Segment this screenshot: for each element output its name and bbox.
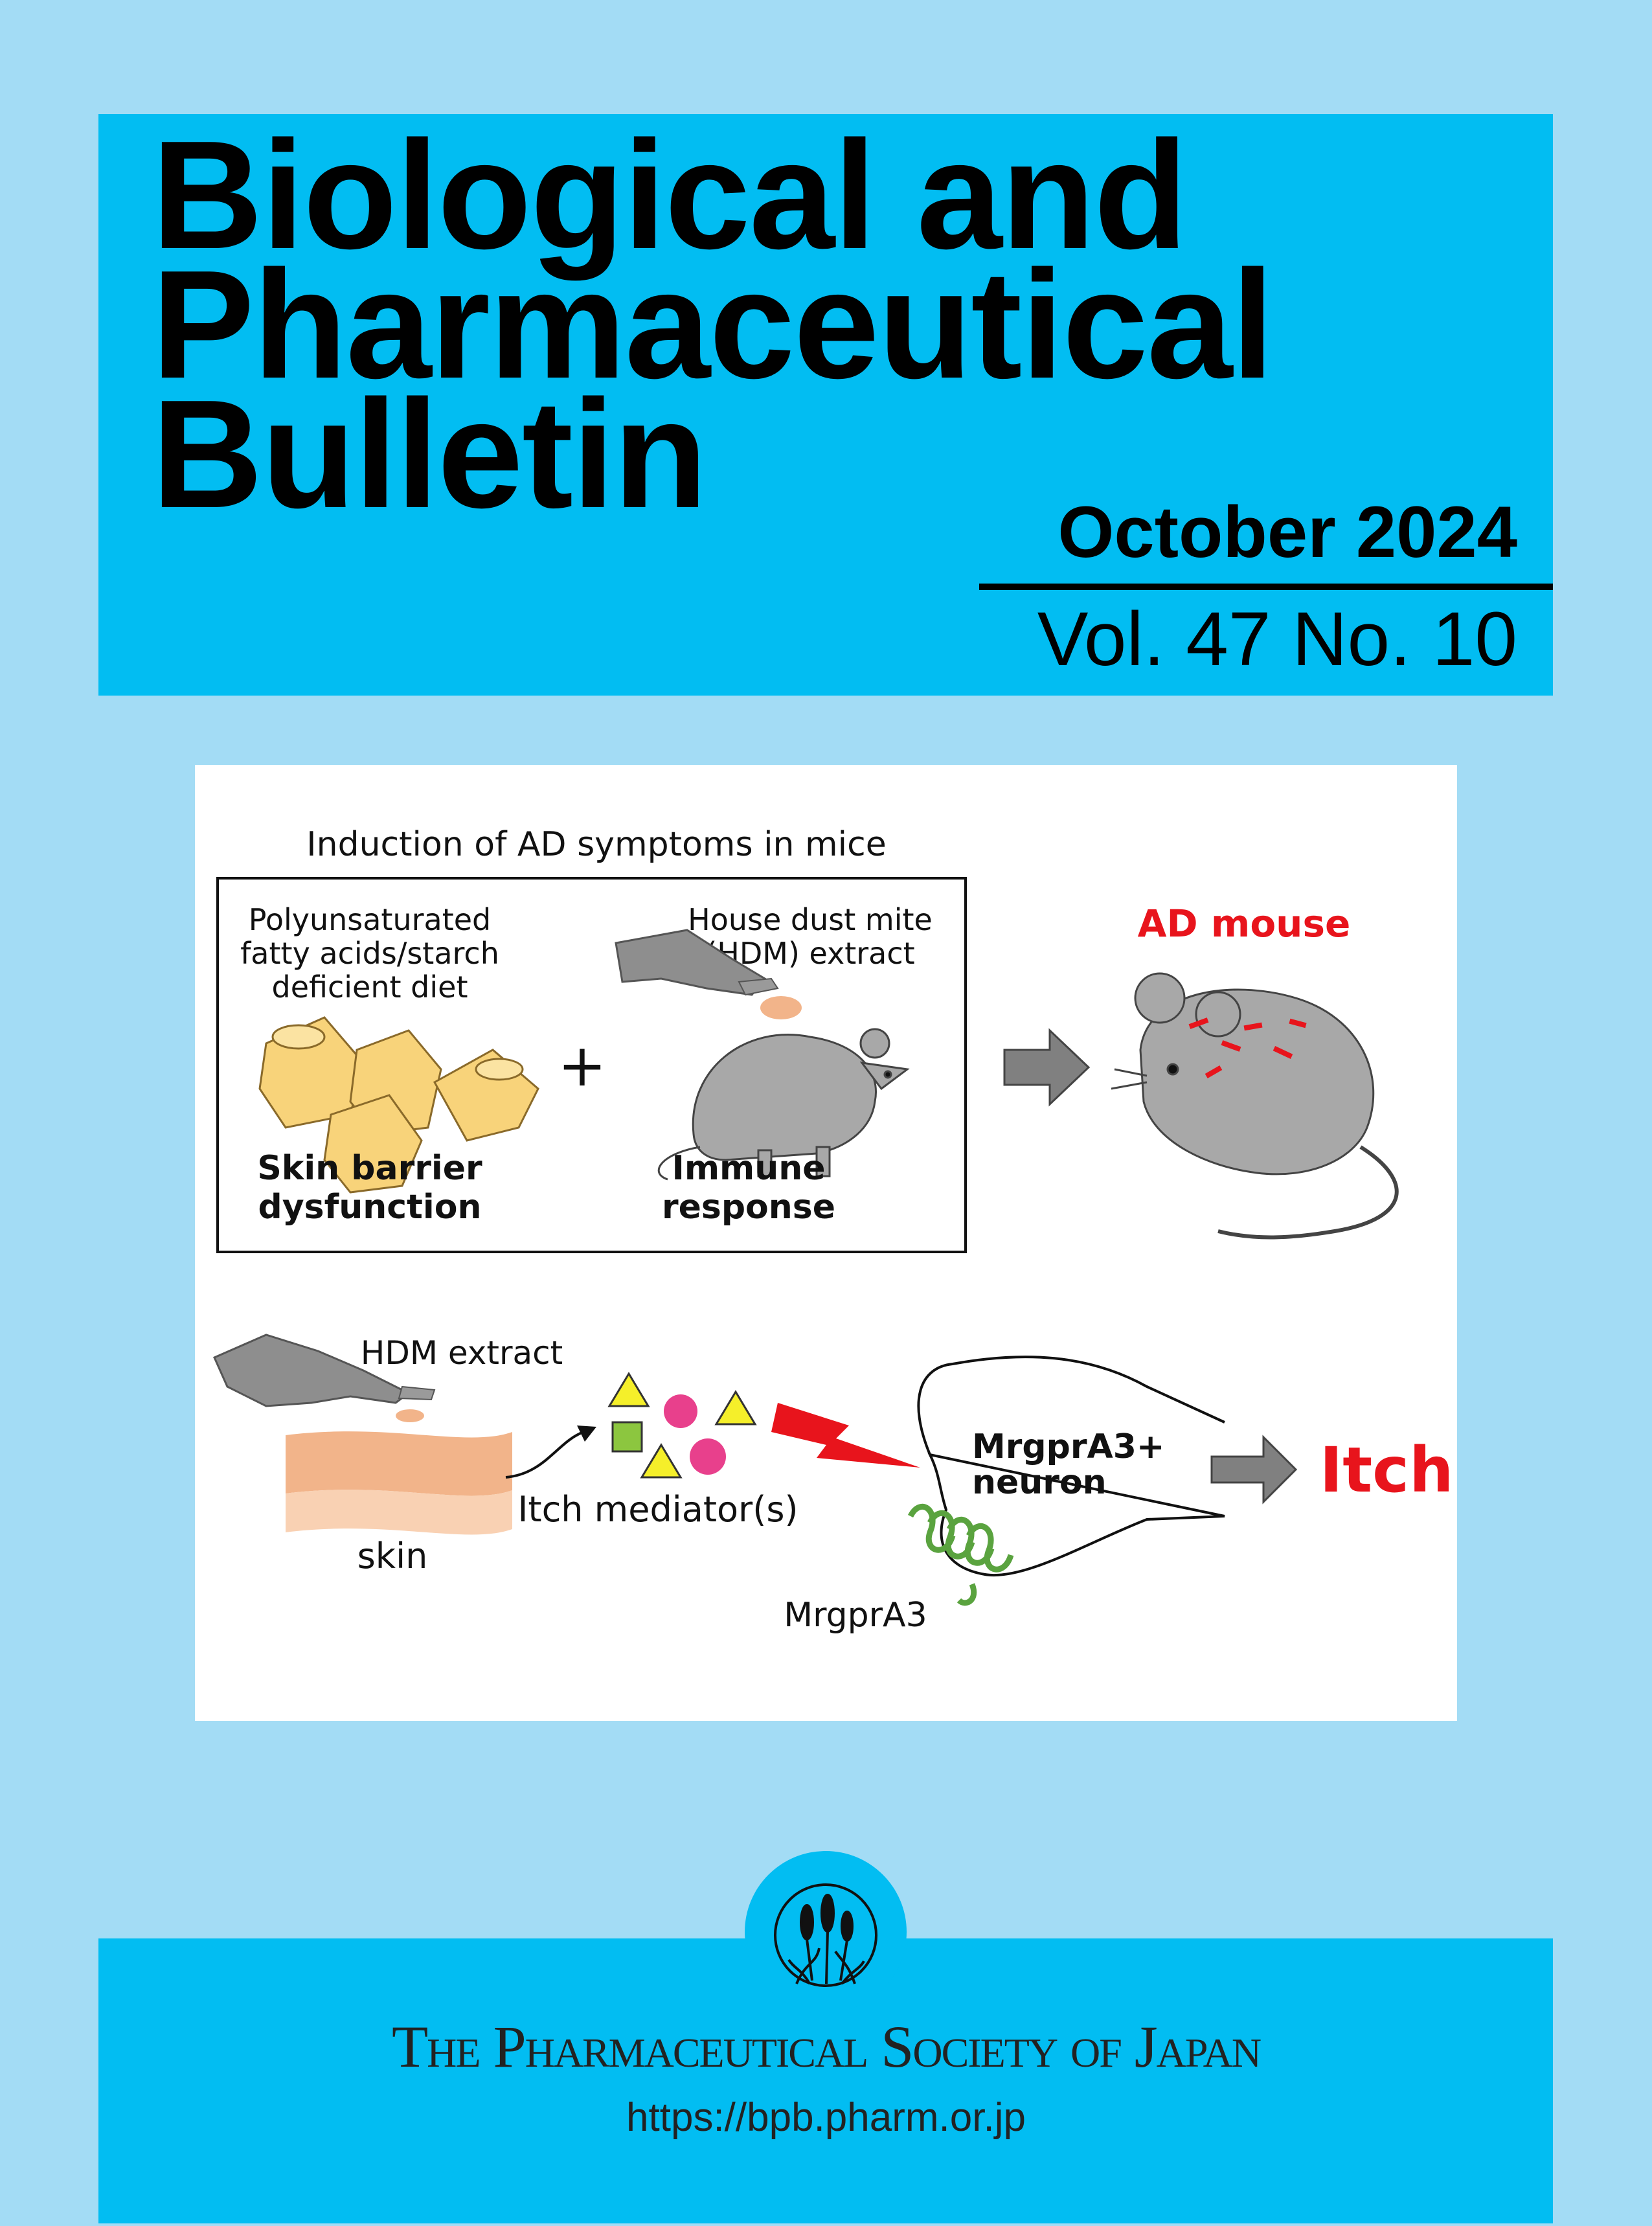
receptor-label: MrgprA3 xyxy=(784,1596,927,1635)
signal-lightning-icon xyxy=(771,1403,920,1468)
gloved-hand-lower-icon xyxy=(213,1334,436,1422)
skin-barrier-label-line-2: dysfunction xyxy=(258,1188,482,1227)
diet-label-line-2: fatty acids/starch xyxy=(240,936,499,971)
diet-label-line-1: Polyunsaturated xyxy=(249,902,492,937)
mrgpra3-receptor-icon xyxy=(907,1503,1014,1606)
issue-divider xyxy=(979,584,1553,590)
cover-figure: Induction of AD symptoms in mice Polyuns… xyxy=(195,765,1457,1721)
arrow-to-ad-mouse-icon xyxy=(1003,1028,1091,1107)
mouse-icon xyxy=(657,1028,910,1181)
arrow-to-itch-icon xyxy=(1210,1435,1298,1505)
journal-title-line-1: Biological and xyxy=(152,109,1188,281)
journal-title-line-3: Bulletin xyxy=(152,369,708,540)
neuron-label-line-2: neuron xyxy=(972,1463,1107,1502)
ad-lesion-marks-icon xyxy=(1188,1017,1307,1078)
hdm-extract-label: HDM extract xyxy=(361,1334,563,1372)
ad-mouse-icon xyxy=(1111,972,1399,1240)
society-name: The Pharmaceutical Society of Japan xyxy=(391,2014,1262,2080)
itch-label: Itch xyxy=(1320,1434,1454,1506)
diet-label-line-3: deficient diet xyxy=(272,970,468,1005)
immune-label-line-1: Immune xyxy=(672,1149,825,1188)
reed-plant-emblem-icon xyxy=(745,1851,907,2013)
induction-box xyxy=(216,877,967,1253)
immune-label-line-2: response xyxy=(662,1188,835,1227)
itch-mediators-icon xyxy=(607,1372,757,1479)
journal-title-line-2: Pharmaceutical xyxy=(152,239,1274,411)
skin-layer-icon xyxy=(286,1431,512,1535)
skin-label: skin xyxy=(357,1536,428,1576)
issue-volume: Vol. 47 No. 10 xyxy=(1037,596,1517,682)
neuron-label-line-1: MrgprA3+ xyxy=(972,1427,1164,1466)
cover-figure-diagram: Induction of AD symptoms in mice Polyuns… xyxy=(213,825,1454,1635)
skin-to-mediator-arrow-icon xyxy=(505,1431,584,1479)
plus-sign: + xyxy=(558,1032,606,1100)
skin-barrier-label-line-1: Skin barrier xyxy=(257,1149,482,1188)
journal-title: Biological and Pharmaceutical Bulletin xyxy=(152,109,1274,540)
society-url[interactable]: https://bpb.pharm.or.jp xyxy=(626,2095,1026,2140)
induction-title: Induction of AD symptoms in mice xyxy=(306,825,886,864)
skin-to-mediator-arrowhead-icon xyxy=(577,1425,596,1442)
diet-blocks-icon xyxy=(258,1016,539,1194)
ad-mouse-label: AD mouse xyxy=(1138,902,1351,946)
issue-date: October 2024 xyxy=(1058,492,1517,573)
gloved-hand-icon xyxy=(615,929,802,1019)
hdm-label-line-1: House dust mite xyxy=(688,902,933,937)
itch-mediator-label: Itch mediator(s) xyxy=(517,1489,798,1530)
header-band: Biological and Pharmaceutical Bulletin O… xyxy=(98,114,1553,696)
neuron-outline-icon xyxy=(917,1356,1225,1577)
